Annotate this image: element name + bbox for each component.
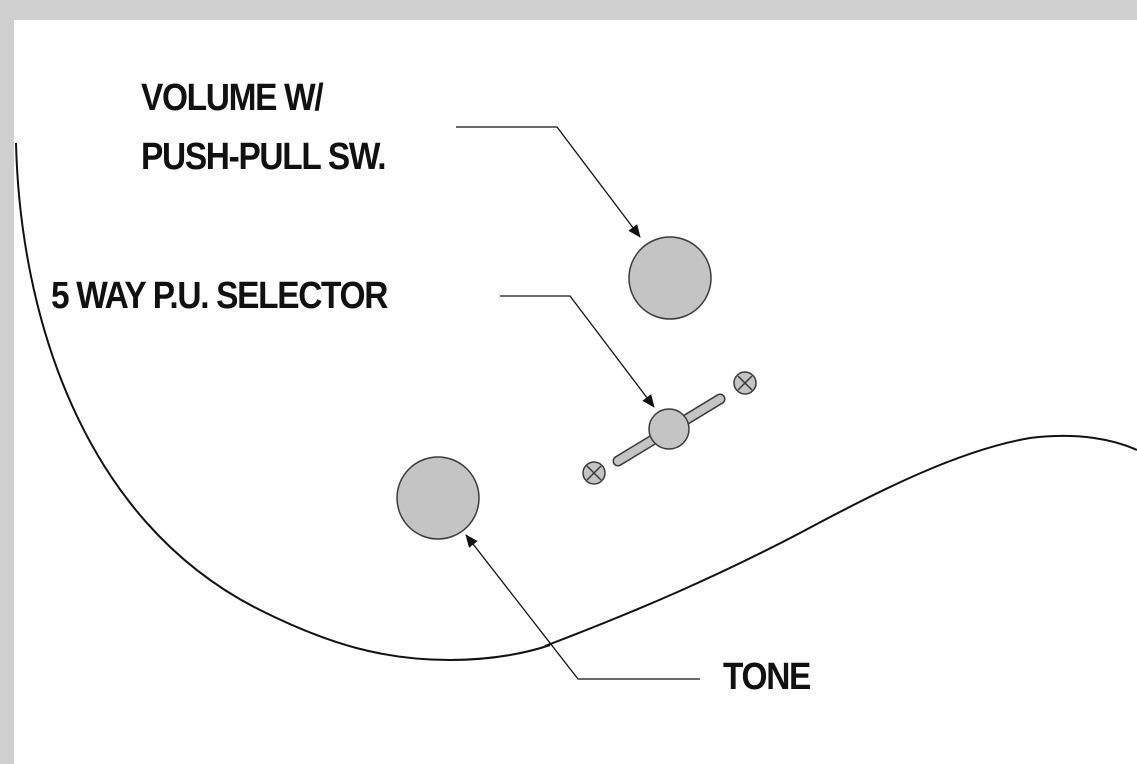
tone-leader-line — [465, 534, 700, 680]
screw-upper-icon — [733, 371, 757, 395]
body-outline-lower-horn — [15, 142, 551, 662]
volume-knob — [628, 236, 712, 320]
selector-leader-line — [500, 295, 655, 408]
selector-switch — [612, 393, 726, 467]
tone-knob — [396, 456, 480, 540]
screw-lower-icon — [582, 461, 606, 485]
tone-label: TONE — [723, 656, 811, 698]
volume-label-line1: VOLUME W/ — [141, 77, 324, 119]
volume-label-line2: PUSH-PULL SW. — [141, 136, 387, 178]
selector-label: 5 WAY P.U. SELECTOR — [51, 275, 388, 317]
volume-leader-line — [456, 126, 641, 238]
body-outline-waist — [544, 434, 1137, 647]
diagram-panel — [14, 20, 1137, 764]
